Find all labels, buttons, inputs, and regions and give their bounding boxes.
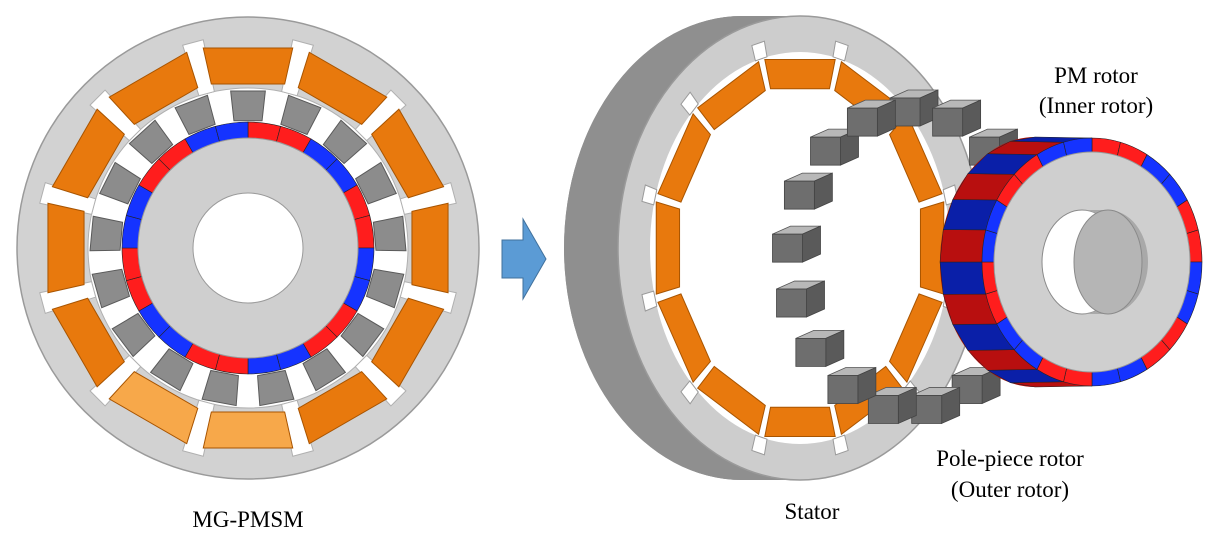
winding-coil (297, 51, 388, 125)
pole-piece (365, 268, 405, 309)
shaft-hole (192, 192, 304, 304)
winding-coil (108, 51, 199, 125)
winding-coil-3d (919, 201, 945, 295)
pole-piece-front (846, 107, 878, 137)
pole-piece-front (932, 107, 964, 137)
caption-mg-pmsm: MG-PMSM (192, 507, 303, 532)
stator-slot-3d (751, 40, 768, 62)
winding-coil-3d (655, 201, 681, 295)
winding-coil-3d (696, 60, 766, 131)
winding-coil (371, 297, 445, 388)
winding-coil (411, 202, 449, 294)
pole-piece-front (867, 395, 899, 424)
pole-piece-front (772, 233, 803, 263)
winding-coil (51, 297, 125, 388)
pole-piece (174, 94, 216, 136)
stator-slot-3d (751, 434, 768, 456)
stator-windings-3d (655, 59, 945, 437)
pole-piece (149, 348, 194, 392)
mg-pmsm-cross-section (16, 16, 480, 480)
stator-slot-3d (641, 290, 658, 312)
label-outer-rotor: (Outer rotor) (951, 477, 1069, 502)
pole-piece (354, 161, 398, 205)
winding-coil (51, 108, 125, 199)
winding-coil-3d (657, 112, 712, 203)
winding-coil (47, 202, 85, 294)
winding-coil-3d (764, 406, 836, 437)
stator-slot-3d (832, 40, 849, 62)
pole-piece (322, 119, 368, 165)
winding-coil-3d (657, 293, 712, 384)
pole-piece (302, 348, 347, 392)
pole-piece-front (783, 180, 815, 210)
stator-windings (47, 47, 449, 449)
pole-piece (111, 312, 156, 358)
pm-rotor-bore-far (1073, 209, 1143, 315)
stator-slot-3d (680, 380, 699, 405)
magnet-side-south (939, 261, 987, 295)
pole-piece-front (810, 136, 841, 166)
pole-piece-front (827, 375, 859, 404)
pole-piece (257, 369, 295, 407)
pole-piece (230, 90, 266, 122)
stator-teeth (39, 39, 457, 457)
pole-piece (128, 119, 174, 165)
winding-coil-3d (764, 59, 836, 90)
pole-piece (91, 268, 131, 309)
winding-coil (371, 108, 445, 199)
pole-piece (280, 94, 322, 136)
winding-coil (202, 411, 294, 449)
pole-piece-front (776, 288, 807, 318)
pm-rotor-side-band (939, 136, 1093, 388)
pole-piece (340, 312, 385, 358)
pole-piece-rotor (89, 90, 407, 407)
mg-pmsm-exploded-view (564, 15, 1203, 481)
label-pole-piece-rotor: Pole-piece rotor (936, 446, 1084, 471)
label-pm-rotor: PM rotor (1054, 63, 1138, 88)
winding-coil-3d (888, 293, 943, 384)
pole-piece (372, 215, 407, 252)
winding-coil (108, 371, 199, 445)
stator-slot-3d (641, 184, 658, 206)
winding-coil-3d (696, 365, 766, 436)
pole-piece (201, 369, 239, 407)
label-stator: Stator (785, 499, 840, 524)
stator-slot-3d (832, 434, 849, 456)
transition-arrow (501, 217, 547, 301)
winding-coil (202, 47, 294, 85)
pole-piece (98, 161, 142, 205)
winding-coil (297, 371, 388, 445)
pole-piece-front (795, 337, 827, 367)
magnet-side-north (939, 229, 987, 263)
label-inner-rotor: (Inner rotor) (1039, 93, 1153, 118)
pole-piece (89, 215, 124, 252)
stator-slot-3d (680, 91, 699, 116)
